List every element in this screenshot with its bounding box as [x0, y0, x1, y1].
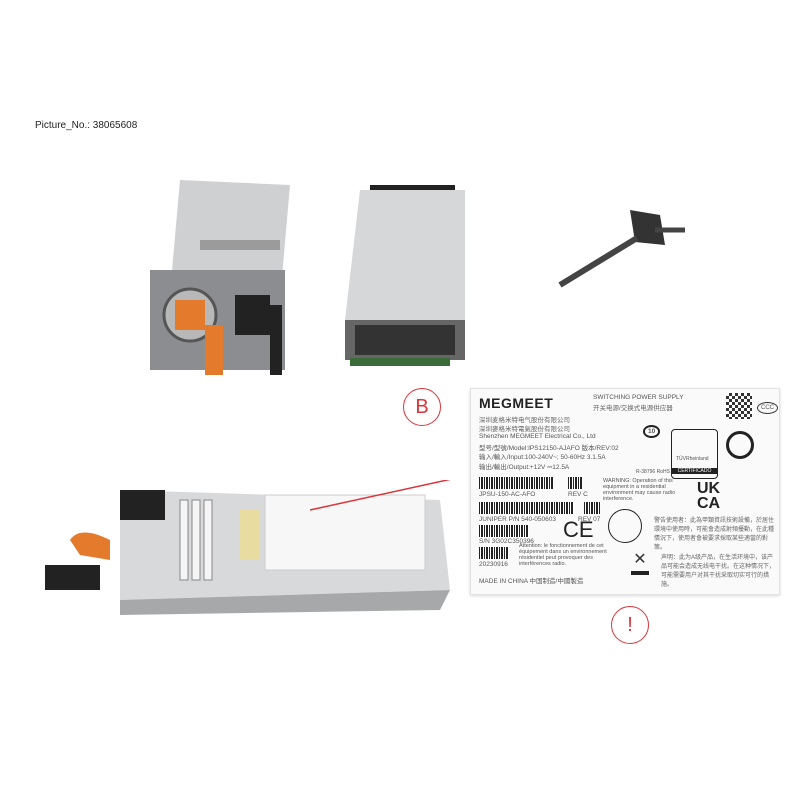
picture-number: Picture_No.: 38065608 [35, 120, 138, 131]
weee-bin-icon: ✕ [631, 549, 649, 575]
s-mark-icon [726, 431, 754, 459]
cert-text: CERTIFICADO [672, 468, 717, 474]
eco-10-mark: 10 [643, 425, 661, 438]
callout-b: B [403, 388, 441, 426]
label-warning-en: WARNING: Operation of this equipment in … [603, 478, 676, 502]
label-rev1: REV C [568, 491, 588, 498]
tuv-mark: TÜVRheinland CERTIFICADO [671, 429, 718, 479]
barcode [479, 477, 554, 489]
psu-side-photo [45, 480, 451, 615]
label-brand: MEGMEET [479, 395, 554, 411]
rohs-mark: R-38796 RoHS [636, 469, 670, 475]
barcode [568, 477, 582, 489]
barcode [479, 502, 574, 514]
psu-front-photo [150, 180, 290, 375]
label-juniper-pn: JUNIPER P/N 540-050603 [479, 516, 556, 523]
label-input: 输入/輸入/Input:100-240V~; 50-60Hz 3.1.5A [479, 454, 606, 461]
label-company-zh2: 深圳麥格米特電氣股份有限公司 [479, 426, 570, 433]
callout-warning: ! [611, 606, 649, 644]
label-rev2: REV 07 [578, 516, 601, 523]
tuv-text: TÜVRheinland [676, 456, 709, 462]
label-notice-zh: 声明：此为A级产品，在生活环境中，该产品可能会造成无线电干扰。在这种情况下，可能… [661, 555, 776, 588]
label-product-zh: 开关电源/交换式电源供应器 [593, 405, 673, 412]
barcode [479, 547, 509, 559]
label-warning-fr: Attention: le fonctionnement de cet équi… [519, 543, 607, 567]
label-date: 20230916 [479, 561, 508, 568]
tuv-round-mark [608, 509, 642, 543]
label-company-zh1: 深圳麦格米特电气股份有限公司 [479, 417, 570, 424]
cable-tie-photo [558, 210, 685, 288]
barcode [584, 502, 600, 514]
product-label: MEGMEET SWITCHING POWER SUPPLY 开关电源/交换式电… [470, 388, 780, 595]
ce-mark: CE [563, 517, 594, 542]
label-company-en: Shenzhen MEGMEET Electrical Co., Ltd [479, 433, 596, 440]
qr-code [726, 393, 752, 419]
ccc-mark: CCC [757, 402, 778, 414]
label-product-en: SWITCHING POWER SUPPLY [593, 394, 684, 401]
label-warning-zh: 警告使用者：此為甲類資訊技術設備，於居住環境中使用時，可能會造成射頻擾動，在此種… [654, 518, 775, 551]
label-made-in: MADE IN CHINA 中国制造/中國製造 [479, 578, 584, 585]
label-sn: S/N 3G02C350396 [479, 538, 534, 545]
barcode [479, 525, 529, 537]
label-part: JPSU-150-AC-AFO [479, 491, 536, 498]
label-model: 型号/型號/Model:IPS12150-AJAFO 版本/REV:02 [479, 445, 619, 452]
ukca-mark: UK CA [697, 480, 721, 512]
psu-rear-photo [345, 185, 465, 366]
label-output: 输出/輸出/Output:+12V ⎓12.5A [479, 464, 570, 471]
